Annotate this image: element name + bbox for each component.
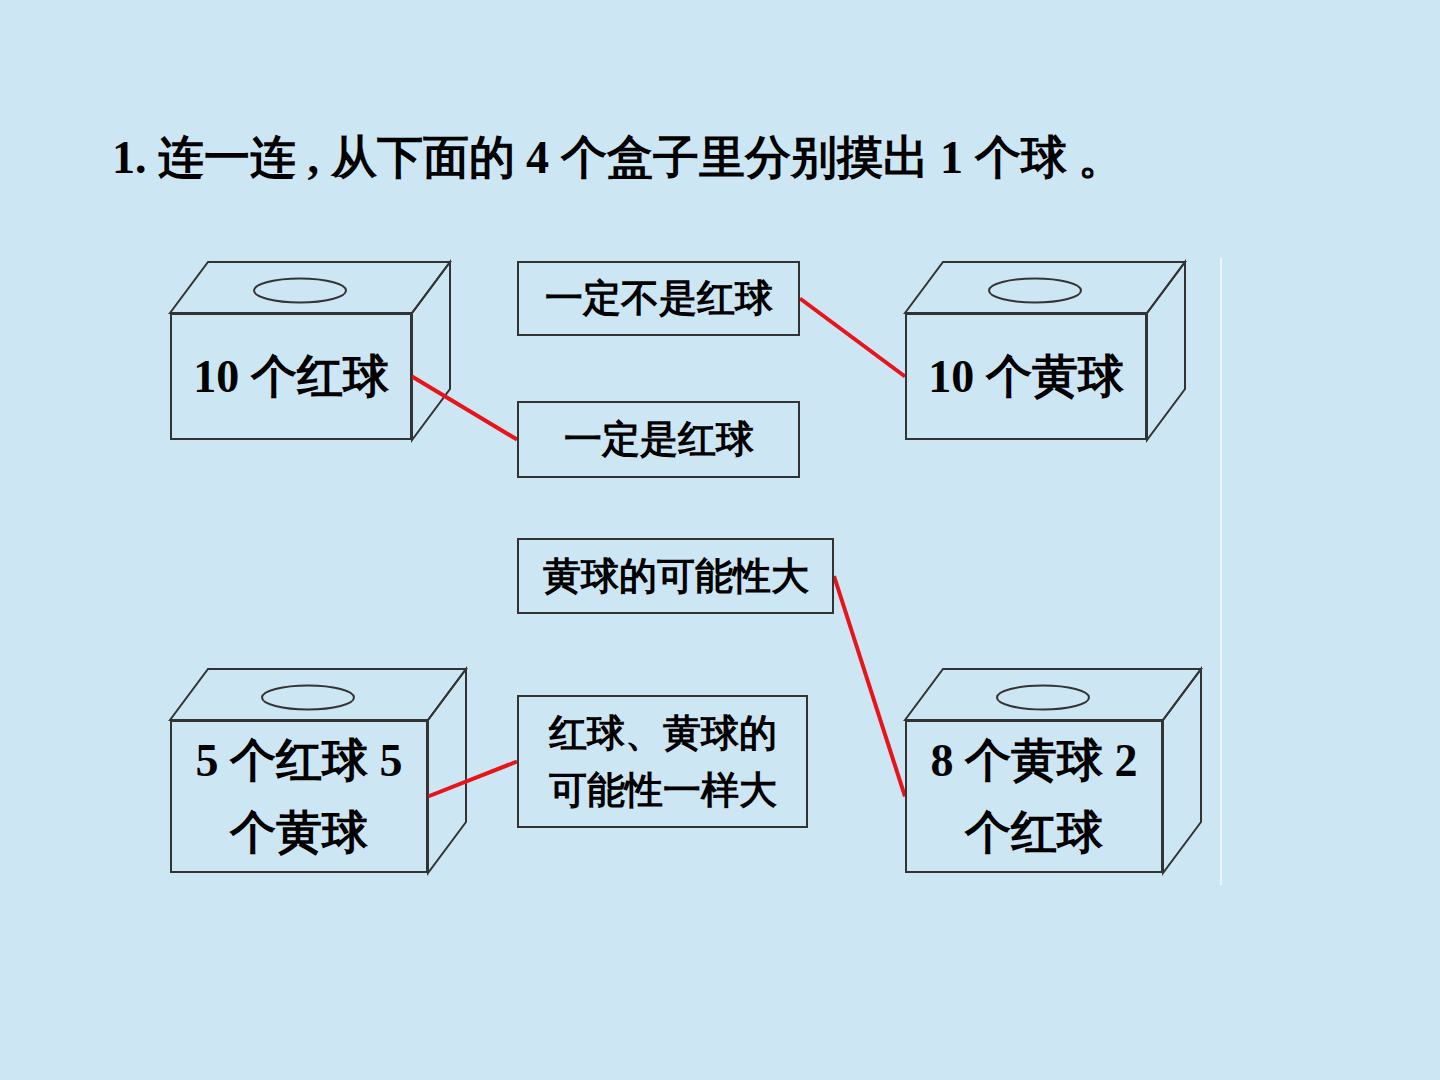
box-text: 一定不是红球	[545, 270, 773, 327]
ball-box: 8 个黄球 2 个红球	[905, 720, 1163, 873]
box-top	[170, 669, 466, 720]
box-side	[1163, 669, 1201, 873]
divider-line	[1220, 258, 1222, 885]
box-3d-outline	[170, 262, 450, 440]
box-3d-outline	[170, 669, 466, 873]
ball-box: 5 个红球 5 个黄球	[170, 720, 428, 873]
ball-box: 10 个黄球	[905, 313, 1147, 440]
title: 1. 连一连 , 从下面的 4 个盒子里分别摸出 1 个球 。	[112, 118, 1292, 199]
box-3d-outline	[905, 262, 1185, 440]
answer-box: 红球、黄球的 可能性一样大	[517, 695, 808, 828]
box-top	[905, 262, 1185, 313]
match-line	[834, 576, 905, 797]
ball-box: 10 个红球	[170, 313, 412, 440]
box-text: 8 个黄球 2 个红球	[907, 725, 1161, 868]
box-side	[412, 262, 450, 440]
box-side	[428, 669, 466, 873]
answer-box: 黄球的可能性大	[517, 538, 834, 614]
box-3d-outline	[905, 669, 1201, 873]
box-text: 黄球的可能性大	[543, 548, 809, 605]
box-top	[170, 262, 450, 313]
match-line	[428, 762, 517, 797]
box-side	[1147, 262, 1185, 440]
box-hole	[997, 686, 1089, 710]
answer-box: 一定是红球	[517, 401, 800, 478]
box-text: 红球、黄球的 可能性一样大	[527, 705, 798, 819]
box-text: 一定是红球	[564, 411, 754, 468]
answer-box: 一定不是红球	[517, 261, 800, 336]
box-hole	[262, 686, 354, 710]
box-hole	[989, 279, 1081, 303]
box-top	[905, 669, 1201, 720]
match-line	[412, 377, 517, 440]
box-text: 10 个黄球	[928, 341, 1124, 412]
match-line	[800, 299, 905, 377]
box-text: 10 个红球	[193, 341, 389, 412]
box-hole	[254, 279, 346, 303]
box-text: 5 个红球 5 个黄球	[172, 725, 426, 868]
